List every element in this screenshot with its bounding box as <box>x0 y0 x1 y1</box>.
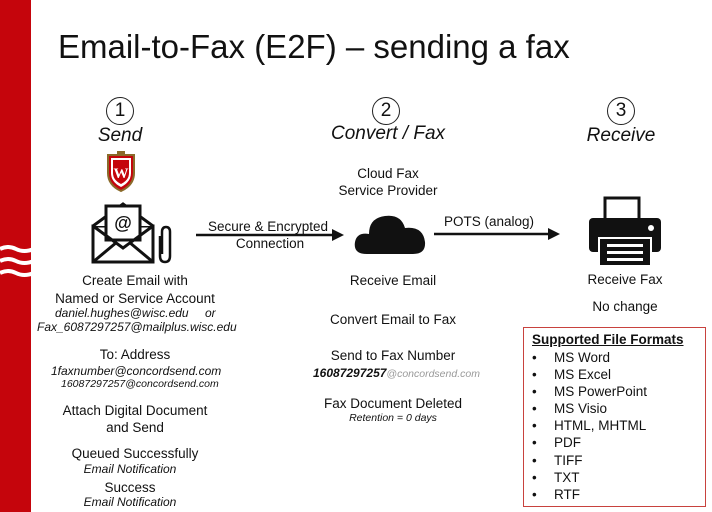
fax-deleted-step: Fax Document Deleted <box>323 396 463 411</box>
pots-label: POTS (analog) <box>444 214 535 229</box>
no-change-note: No change <box>592 299 658 314</box>
example-email-1: daniel.hughes@wisc.edu <box>55 306 189 320</box>
send-to-number-step: Send to Fax Number <box>330 348 456 363</box>
format-item: • RTF <box>532 486 697 503</box>
connection-line1: Secure & Encrypted <box>207 219 329 234</box>
format-item: • MS Word <box>532 349 697 366</box>
send-to-cloud-arrow <box>196 229 344 241</box>
format-item: • TXT <box>532 469 697 486</box>
step-3-number: 3 <box>607 97 635 125</box>
brand-bar <box>0 0 31 512</box>
cloud-to-fax-arrow <box>434 228 560 240</box>
bullet-icon: • <box>532 367 537 383</box>
success-note: Email Notification <box>83 495 177 509</box>
format-item: • MS PowerPoint <box>532 383 697 400</box>
step-2-number: 2 <box>372 97 400 125</box>
format-item-label: HTML, MHTML <box>554 418 647 434</box>
queued-note: Email Notification <box>83 462 177 476</box>
supported-formats-box: Supported File Formats • MS Word • MS Excel… <box>523 327 706 507</box>
receive-email-step: Receive Email <box>349 273 437 288</box>
page-title: Email-to-Fax (E2F) – sending a fax <box>58 28 570 65</box>
format-item: • MS Excel <box>532 366 697 383</box>
format-item-label: TXT <box>554 469 580 485</box>
step-2-label: Convert / Fax <box>330 123 446 144</box>
create-email-line2: Named or Service Account <box>55 291 215 306</box>
bullet-icon: • <box>532 435 537 451</box>
to-address-label: To: Address <box>99 347 171 362</box>
step-1-label: Send <box>97 125 143 146</box>
fax-machine-icon <box>589 196 661 267</box>
email-attachment-icon: @ <box>91 202 172 264</box>
fax-number-bold: 16087297257 <box>313 366 387 380</box>
bullet-icon: • <box>532 384 537 400</box>
cloud-icon <box>354 215 426 254</box>
step-3-label: Receive <box>586 125 656 146</box>
formats-list: • MS Word • MS Excel • MS PowerPoint • MS Visio… <box>532 349 697 503</box>
provider-line2: Service Provider <box>338 183 438 198</box>
format-item-label: MS Word <box>554 350 611 365</box>
attach-line2: and Send <box>106 420 164 435</box>
bullet-icon: • <box>532 452 537 468</box>
provider-line1: Cloud Fax <box>357 166 419 181</box>
success-status: Success <box>104 480 156 495</box>
svg-text:@: @ <box>114 213 132 233</box>
to-example-1: 1faxnumber@concordsend.com <box>51 364 222 378</box>
bullet-icon: • <box>532 401 537 417</box>
brand-wave-decoration <box>0 245 34 277</box>
connection-line2: Connection <box>235 236 305 251</box>
convert-email-step: Convert Email to Fax <box>329 312 457 327</box>
create-email-line1: Create Email with <box>82 273 188 288</box>
format-item: • TIFF <box>532 452 697 469</box>
queued-status: Queued Successfully <box>71 446 199 461</box>
format-item: • MS Visio <box>532 400 697 417</box>
crest-letter: W <box>114 166 129 182</box>
formats-title: Supported File Formats <box>532 332 684 347</box>
format-item: • PDF <box>532 434 697 451</box>
step-1-number: 1 <box>106 97 134 125</box>
format-item-label: MS Visio <box>554 401 608 417</box>
format-item-label: TIFF <box>554 452 583 468</box>
attach-line1: Attach Digital Document <box>62 403 208 418</box>
to-example-2: 16087297257@concordsend.com <box>61 378 219 390</box>
format-item: • HTML, MHTML <box>532 417 697 434</box>
bullet-icon: • <box>532 418 537 434</box>
receive-fax-step: Receive Fax <box>587 272 663 287</box>
format-item-label: MS Excel <box>554 367 612 383</box>
format-item-label: MS PowerPoint <box>554 384 648 400</box>
university-crest-icon: W <box>107 151 135 193</box>
example-email-2: Fax_6087297257@mailplus.wisc.edu <box>37 320 237 334</box>
retention-note: Retention = 0 days <box>349 412 437 424</box>
or-text: or <box>205 306 216 320</box>
bullet-icon: • <box>532 486 537 502</box>
fax-number-address: 16087297257@concordsend.com <box>313 364 480 382</box>
format-item-label: PDF <box>554 435 581 451</box>
bullet-icon: • <box>532 350 537 365</box>
fax-number-domain: @concordsend.com <box>386 368 480 380</box>
bullet-icon: • <box>532 469 537 485</box>
format-item-label: RTF <box>554 486 580 502</box>
